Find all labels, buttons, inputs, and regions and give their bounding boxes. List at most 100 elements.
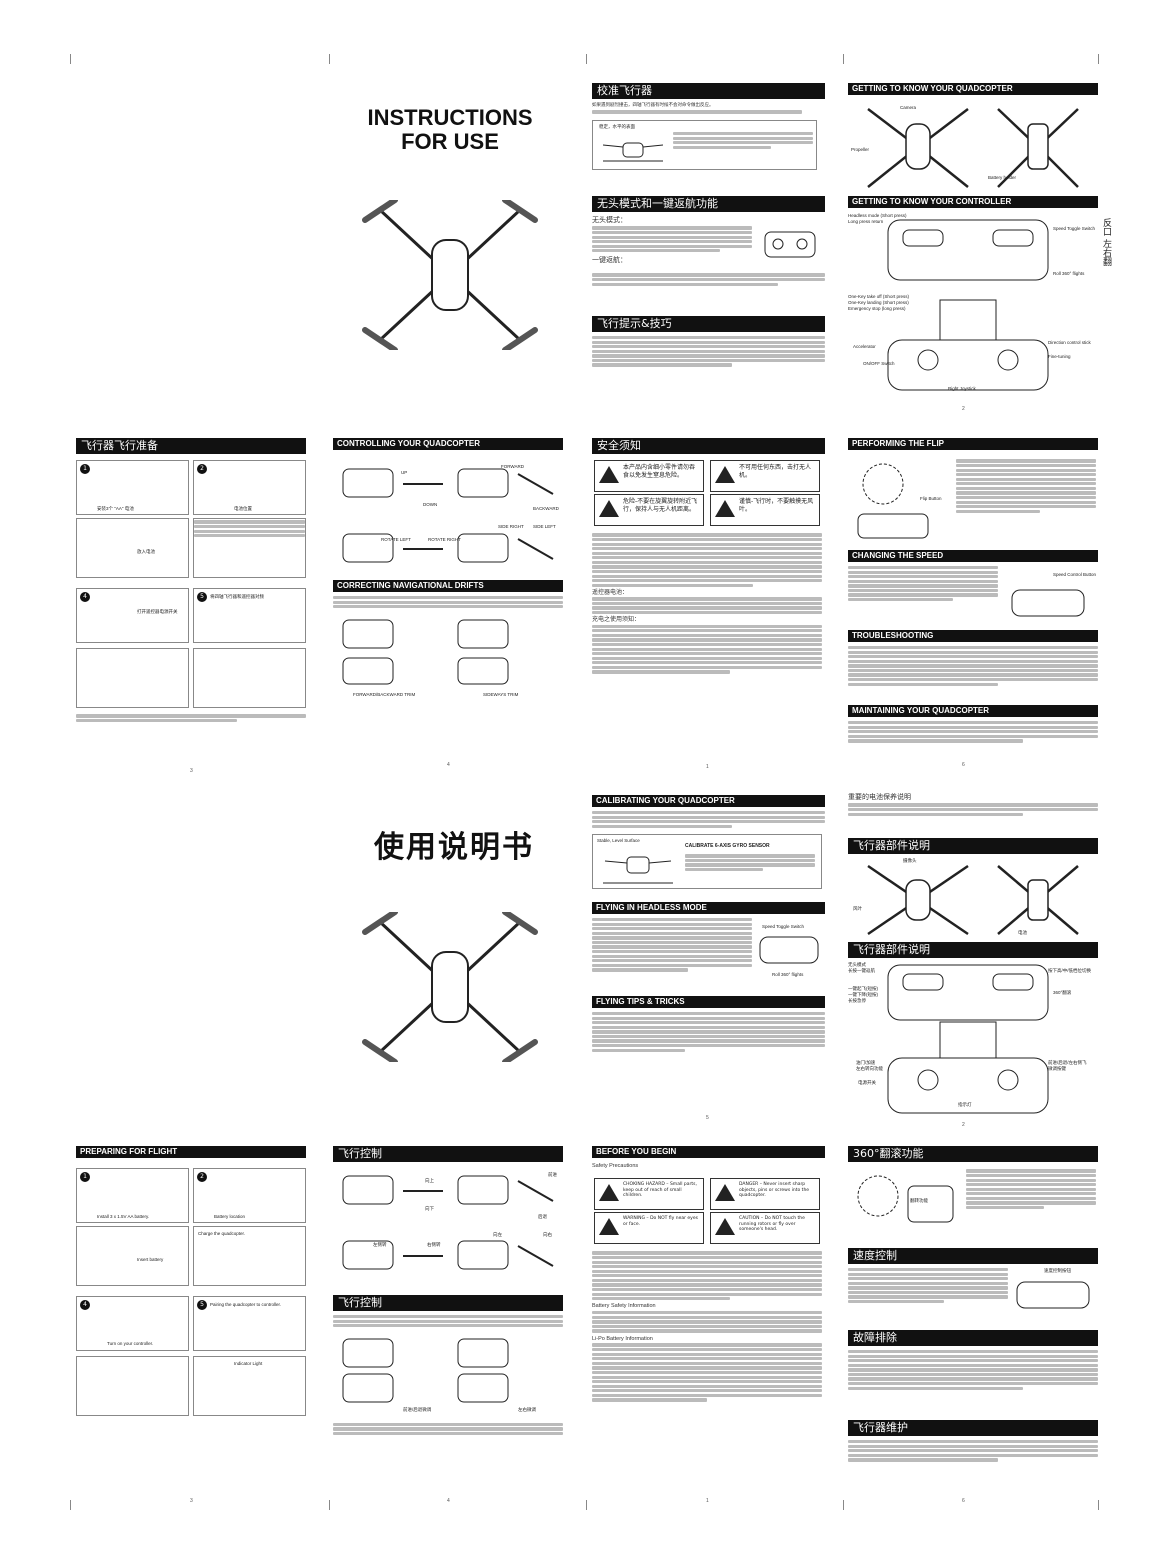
quadcopter-top-illustration xyxy=(362,200,538,350)
prep-item: 将四轴飞行器和遥控器对频 xyxy=(210,594,264,599)
flip-diagram xyxy=(857,463,929,539)
section-text: 如果遇到剧烈撞击，四轴飞行器有时候不会对命令做出反应。 xyxy=(592,103,714,108)
speed-button-label: 速度控制按钮 xyxy=(1044,1268,1071,1273)
ctrl-label: 前进/后退/左右侧飞 微调按键 xyxy=(1048,1060,1087,1071)
controller-front-diagram xyxy=(887,964,1049,1114)
ctrl-direction-label: DOWN xyxy=(423,502,438,507)
section-headless-cn: 无头模式和一键返航功能 无头模式： 一键返航： xyxy=(592,196,825,311)
section-header: 无头模式和一键返航功能 xyxy=(592,196,825,212)
propeller-label: Propeller xyxy=(851,147,870,152)
section-header: PERFORMING THE FLIP xyxy=(848,438,1098,450)
section-header: 飞行控制 xyxy=(333,1295,563,1311)
cover-title-cn: 使用说明书 xyxy=(374,830,534,865)
warning-box: 本产品内含细小零件请勿吞食以免发生窒息危险。 xyxy=(594,460,704,492)
ctrl-direction-label: ROTATE RIGHT xyxy=(428,537,461,542)
subhead: Battery Safety Information xyxy=(592,1303,656,1310)
subhead: Safety Precautions xyxy=(592,1163,639,1169)
section-header: CORRECTING NAVIGATIONAL DRIFTS xyxy=(333,580,563,592)
section-header: CALIBRATING YOUR QUADCOPTER xyxy=(592,795,825,807)
battery-title: 重要的电池保养说明 xyxy=(848,793,911,801)
prep-item: 打开遥控器电源开关 xyxy=(137,609,178,614)
ctrl-direction-label: 后退 xyxy=(538,1214,547,1219)
surface-label: 稳定，水平的表面 xyxy=(599,123,635,129)
warning-text: WARNING – Do NOT fly near eyes or face. xyxy=(623,1216,698,1227)
warning-box: 危险-不要在旋翼旋转附近飞行，保持人与无人机距离。 xyxy=(594,494,704,526)
section-ctrl-cn: 飞行控制 向上 向下 前进 后退 左侧转 右侧转 向左 向右 xyxy=(333,1146,563,1286)
ctrl-direction-label: BACKWARD xyxy=(533,506,559,511)
quadcopter-top-illustration-2 xyxy=(362,912,538,1062)
battery-label: 电池 xyxy=(1018,930,1027,935)
warning-box: 谨慎-飞行时，不要触摸无风叶。 xyxy=(710,494,820,526)
speed-toggle-label: Speed Toggle Switch xyxy=(762,924,804,929)
warning-text: 本产品内含细小零件请勿吞食以免发生窒息危险。 xyxy=(623,464,696,479)
ctrl-direction-label: FORWARD xyxy=(501,464,524,469)
flip-button-label: Flip Button xyxy=(920,496,942,501)
ctrl-label: One-Key landing (Short press) xyxy=(848,300,909,305)
roll-label: Roll 360° flights xyxy=(772,972,804,977)
section-header: 飞行器飞行准备 xyxy=(76,438,306,454)
ctrl-label: Speed Toggle Switch xyxy=(1053,226,1095,231)
ctrl-direction-label: SIDE RIGHT xyxy=(498,524,524,529)
subhead: 遥控器电池： xyxy=(592,588,629,596)
section-tips-en: FLYING TIPS & TRICKS xyxy=(592,996,825,1071)
section-parts-cn: 飞行器部件说明 摄像头 风叶 电池 xyxy=(848,838,1098,938)
ctrl-direction-label: 右侧转 xyxy=(427,1242,441,1247)
section-controlling-en: CONTROLLING YOUR QUADCOPTER UP DOWN FORW… xyxy=(333,438,563,578)
section-header: GETTING TO KNOW YOUR QUADCOPTER xyxy=(848,83,1098,95)
prep-item: 电池位置 xyxy=(234,506,252,511)
section-header: 飞行器部件说明 xyxy=(848,942,1098,958)
ctrl-label: 按下高/中/低档位切换 xyxy=(1048,968,1091,973)
section-trouble-cn: 故障排除 xyxy=(848,1330,1098,1410)
warning-text: 谨慎-飞行时，不要触摸无风叶。 xyxy=(739,498,814,513)
flip-button-label: 翻转功能 xyxy=(910,1198,928,1203)
surface-label: Stable, Level Surface xyxy=(597,837,640,843)
section-header: CONTROLLING YOUR QUADCOPTER xyxy=(333,438,563,450)
warning-text: 不可用任何东西，击打无人机。 xyxy=(739,464,812,479)
ctrl-direction-label: ROTATE LEFT xyxy=(381,537,411,542)
warning-box: CHOKING HAZARD – Small parts, keep out o… xyxy=(594,1178,704,1210)
prep-item: 安装3个 "AA" 电池 xyxy=(97,506,134,511)
section-header: GETTING TO KNOW YOUR CONTROLLER xyxy=(848,196,1098,208)
section-before-en: BEFORE YOU BEGIN Safety Precautions CHOK… xyxy=(592,1146,825,1486)
warning-box: CAUTION – Do NOT touch the running rotor… xyxy=(710,1212,820,1244)
ctrl-direction-label: UP xyxy=(401,470,408,475)
section-header: 飞行提示&技巧 xyxy=(592,316,825,332)
section-header: CHANGING THE SPEED xyxy=(848,550,1098,562)
prep-item: Charge the quadcopter. xyxy=(198,1231,246,1236)
section-header: 速度控制 xyxy=(848,1248,1098,1264)
trim-label: 前进/后退微调 xyxy=(403,1407,432,1412)
ctrl-label: 无头模式 长按一键返航 xyxy=(848,962,875,973)
ctrl-direction-label: 向下 xyxy=(425,1206,434,1211)
cover-title-en: INSTRUCTIONS FOR USE xyxy=(367,105,533,154)
section-drift-en: CORRECTING NAVIGATIONAL DRIFTS FORWARD/B… xyxy=(333,580,563,700)
ctrl-direction-label: 向上 xyxy=(425,1178,434,1183)
headless-label: 无头模式： xyxy=(592,216,627,224)
camera-label: 摄像头 xyxy=(903,858,917,863)
section-header: PREPARING FOR FLIGHT xyxy=(76,1146,306,1158)
section-header: 飞行器部件说明 xyxy=(848,838,1098,854)
ctrl-label: 指示灯 xyxy=(958,1102,972,1107)
sensor-label: CALIBRATE 6-AXIS GYRO SENSOR xyxy=(685,842,770,849)
ctrl-label: Accelerator xyxy=(853,344,876,349)
quadcopter-diagram xyxy=(867,864,1079,936)
ctrl-label: Roll 360° flights xyxy=(1053,271,1085,276)
prep-item: Insert battery xyxy=(137,1257,164,1262)
ctrl-label: 一键起飞(短按) 一键下降(短按) 长按急停 xyxy=(848,986,878,1003)
section-maint-cn: 飞行器维护 xyxy=(848,1420,1098,1480)
drift-diagram xyxy=(342,1338,509,1403)
warning-box: WARNING – Do NOT fly near eyes or face. xyxy=(594,1212,704,1244)
section-calibrate-en: CALIBRATING YOUR QUADCOPTER Stable, Leve… xyxy=(592,795,825,900)
drift-diagram xyxy=(342,619,509,685)
section-battery-note-cn: 重要的电池保养说明 xyxy=(848,792,1098,832)
section-know-controller: GETTING TO KNOW YOUR CONTROLLER Headless… xyxy=(848,196,1098,396)
section-calibrate-cn: 校准飞行器 如果遇到剧烈撞击，四轴飞行器有时候不会对命令做出反应。 稳定，水平的… xyxy=(592,83,825,188)
warning-box: DANGER – Never insert sharp objects, pin… xyxy=(710,1178,820,1210)
speed-button-label: Speed Control Button xyxy=(1053,572,1097,577)
flip-diagram xyxy=(857,1175,954,1223)
controlling-diagram xyxy=(342,468,554,563)
return-label: 一键返航： xyxy=(592,256,627,265)
subhead: 充电之使用须知： xyxy=(592,616,641,624)
ctrl-direction-label: 前进 xyxy=(548,1172,557,1177)
prep-item: Turn on your controller. xyxy=(107,1341,154,1346)
